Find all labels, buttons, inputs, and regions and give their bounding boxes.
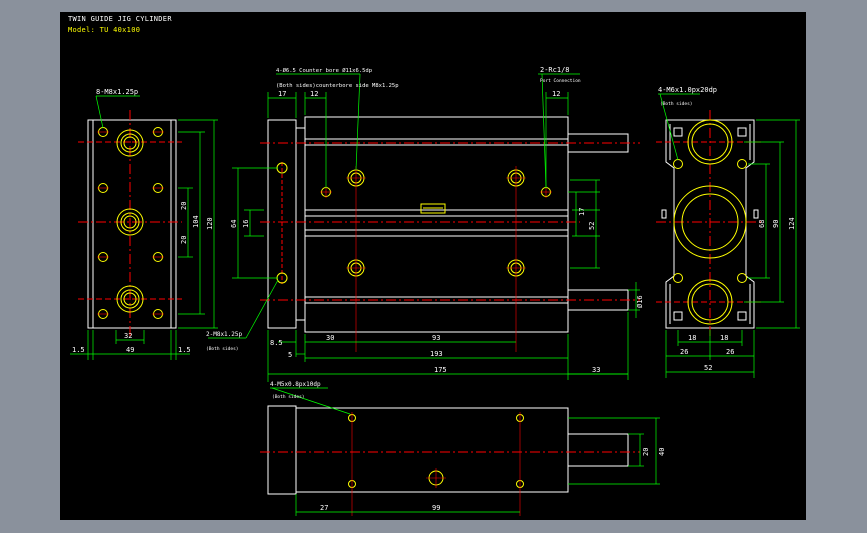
right-view-profile [665,119,755,329]
nameplate [420,203,446,214]
dim-193: 193 [430,350,443,358]
counter-bore-sublabel: (Both sides)counterbore side M8x1.25p [276,83,399,89]
dim-32: 32 [124,332,132,340]
dim-12-left: 12 [310,90,318,98]
port-sublabel: Port Connection [540,78,581,84]
front-view: 4-Ø6.5 Counter bore Ø11x6.5dp (Both side… [206,66,644,382]
dim-90: 90 [772,220,780,228]
lower-left-tap-sublabel: (Both sides) [206,346,239,352]
dim-17-right: 17 [578,208,586,216]
dim-30: 30 [326,334,334,342]
bottom-view: 4-M5x0.8px10dp (Both sides) 20 40 27 99 [260,381,666,516]
dim-18-right: 18 [720,334,728,342]
drawing-title: TWIN GUIDE JIG CYLINDER [68,15,172,23]
right-tap-sublabel: (Both sides) [660,101,693,107]
drawing-canvas: TWIN GUIDE JIG CYLINDER Model: TU 40x100 [60,12,806,520]
dim-49: 49 [126,346,134,354]
dim-52-vertical: 52 [588,222,596,230]
dim-20-bottom: 20 [642,448,650,456]
dim-8-5: 8.5 [270,339,283,347]
dim-33: 33 [592,366,600,374]
bottom-tap-sublabel: (Both sides) [272,394,305,400]
right-tap-label: 4-M6x1.0px20dp [658,86,717,94]
port-label: 2-Rc1/8 [540,66,570,74]
right-end-view: 4-M6x1.0px20dp (Both sides) 68 90 124 18… [656,86,800,378]
front-body [304,116,569,333]
bottom-body [295,407,569,493]
counter-bore-label: 4-Ø6.5 Counter bore Ø11x6.5dp [276,67,372,74]
dim-20-upper: 20 [180,202,188,210]
bottom-tap-label: 4-M5x0.8px10dp [270,381,321,388]
dim-26-left: 26 [680,348,688,356]
lower-left-tap-label: 2-M8x1.25p [206,331,243,338]
dim-175: 175 [434,366,447,374]
dim-120: 120 [206,217,214,230]
dim-68: 68 [758,220,766,228]
dim-104: 104 [192,215,200,228]
drawing-model: Model: TU 40x100 [68,26,141,34]
dim-99: 99 [432,504,440,512]
dim-124: 124 [788,217,796,230]
dim-12-right: 12 [552,90,560,98]
left-tap-label: 8-M8x1.25p [96,88,138,96]
technical-drawing: 8-M8x1.25p 1.5 49 1.5 32 20 20 104 120 [70,66,800,516]
dim-18-left: 18 [688,334,696,342]
dim-17-top: 17 [278,90,286,98]
dim-64: 64 [230,220,238,228]
dim-1-5-right: 1.5 [178,346,191,354]
bottom-end-plate [267,405,297,495]
dim-rod-diameter: Ø16 [636,295,644,308]
dim-5: 5 [288,351,292,359]
left-end-view: 8-M8x1.25p 1.5 49 1.5 32 20 20 104 120 [70,88,218,360]
dim-40: 40 [658,448,666,456]
dim-52-bottom: 52 [704,364,712,372]
dim-26-right: 26 [726,348,734,356]
dim-16: 16 [242,220,250,228]
bottom-rod [567,433,629,467]
left-view-plate [87,119,177,329]
dim-93: 93 [432,334,440,342]
dim-1-5-left: 1.5 [72,346,85,354]
dim-27: 27 [320,504,328,512]
front-end-plate [267,119,297,329]
dim-20-lower: 20 [180,236,188,244]
